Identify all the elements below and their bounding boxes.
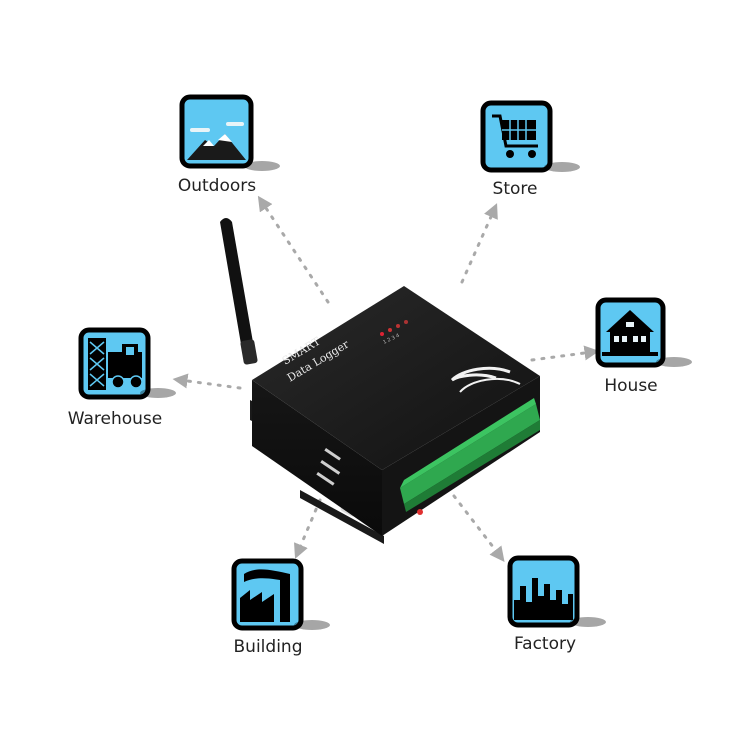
label-building: Building	[234, 637, 303, 657]
label-factory: Factory	[514, 634, 576, 654]
mounting-flange-bottom	[300, 490, 384, 544]
node-outdoors	[179, 94, 280, 171]
arrow-to-store	[460, 203, 498, 284]
label-store: Store	[493, 179, 538, 199]
node-labels: Outdoors Store House Warehouse Building …	[68, 176, 658, 657]
arrow-to-warehouse	[172, 373, 242, 390]
arrow-to-outdoors	[257, 195, 330, 304]
node-store	[480, 100, 580, 173]
device-top-face	[252, 286, 540, 470]
brand-logo-icon	[450, 366, 521, 393]
arrow-to-factory	[452, 494, 505, 562]
status-leds	[380, 320, 408, 336]
node-factory	[507, 555, 606, 628]
label-outdoors: Outdoors	[178, 176, 256, 196]
label-warehouse: Warehouse	[68, 409, 162, 429]
connector-arrows	[172, 195, 600, 562]
front-panel-markings	[316, 447, 341, 486]
antenna	[220, 218, 258, 365]
label-house: House	[604, 376, 657, 396]
arrow-to-house	[530, 345, 600, 362]
terminal-blocks	[400, 398, 540, 512]
node-building	[231, 558, 330, 631]
device-front-face	[252, 380, 382, 536]
reset-button	[417, 509, 423, 515]
data-logger-device: SMART Data Logger 1 2 3 4	[220, 218, 540, 544]
node-warehouse	[78, 327, 176, 400]
arrow-to-building	[294, 498, 322, 559]
node-house	[595, 297, 692, 368]
